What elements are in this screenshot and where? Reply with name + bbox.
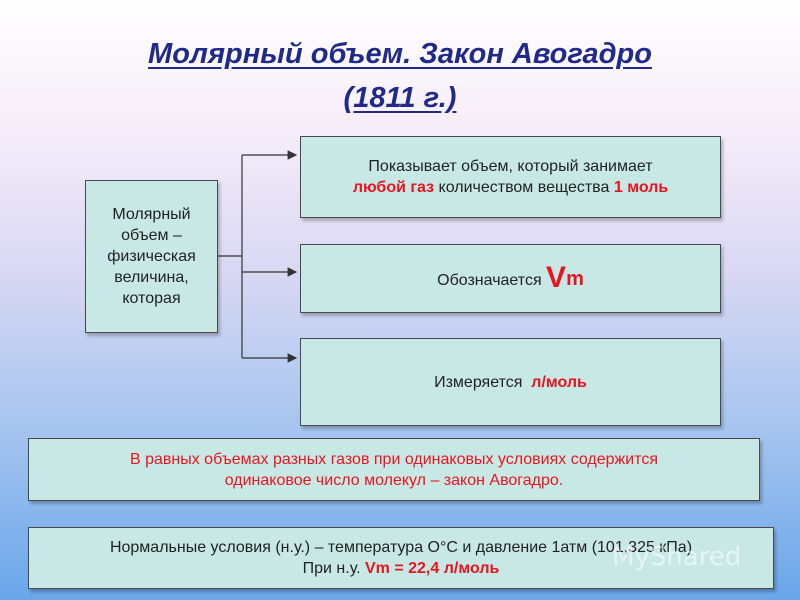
notation-text: Обозначается [437, 271, 547, 289]
avogadro-law-box: В равных объемах разных газов при одинак… [28, 438, 760, 501]
law-line-2: одинаковое число молекул – закон Авогадр… [224, 471, 564, 489]
norm-value: Vm = 22,4 л/моль [365, 560, 500, 577]
one-mole-text: 1 моль [613, 179, 669, 196]
norm-line-1: Нормальные условия (н.у.) – температура … [109, 539, 693, 556]
any-gas-text: любой газ [352, 179, 435, 196]
box-1-line-2: любой газ количеством вещества 1 моль [353, 177, 668, 198]
norm-prefix: При н.у. [302, 560, 365, 577]
left-line: величина, [114, 269, 189, 286]
normal-conditions-box: Нормальные условия (н.у.) – температура … [28, 527, 774, 589]
shows-volume-box: Показывает объем, который занимает любой… [300, 136, 721, 218]
law-line-1: В равных объемах разных газов при одинак… [129, 450, 659, 468]
left-line: физическая [107, 248, 196, 265]
box-1-mid-text: количеством вещества [434, 179, 614, 196]
title-line-1: Молярный объем. Закон Авогадро [148, 38, 652, 70]
left-line: объем – [121, 227, 182, 244]
vm-symbol: V [546, 260, 567, 294]
norm-line-2: При н.у. Vm = 22,4 л/моль [110, 558, 692, 579]
unit-value: л/моль [531, 373, 587, 391]
page-title: Молярный объем. Закон Авогадро (1811 г.) [0, 32, 800, 120]
title-line-2: (1811 г.) [343, 82, 457, 114]
box-1-line-1: Показывает объем, который занимает [368, 158, 653, 175]
unit-text: Измеряется [434, 373, 532, 391]
left-line: Молярный [112, 206, 191, 223]
watermark-logo: MyShared [612, 542, 742, 572]
unit-box: Измеряется л/моль [300, 338, 721, 426]
left-line: которая [122, 290, 181, 307]
molar-volume-definition-box: Молярный объем – физическая величина, ко… [85, 180, 218, 333]
notation-box: Обозначается Vm [300, 244, 721, 313]
vm-subscript: m [566, 267, 584, 290]
